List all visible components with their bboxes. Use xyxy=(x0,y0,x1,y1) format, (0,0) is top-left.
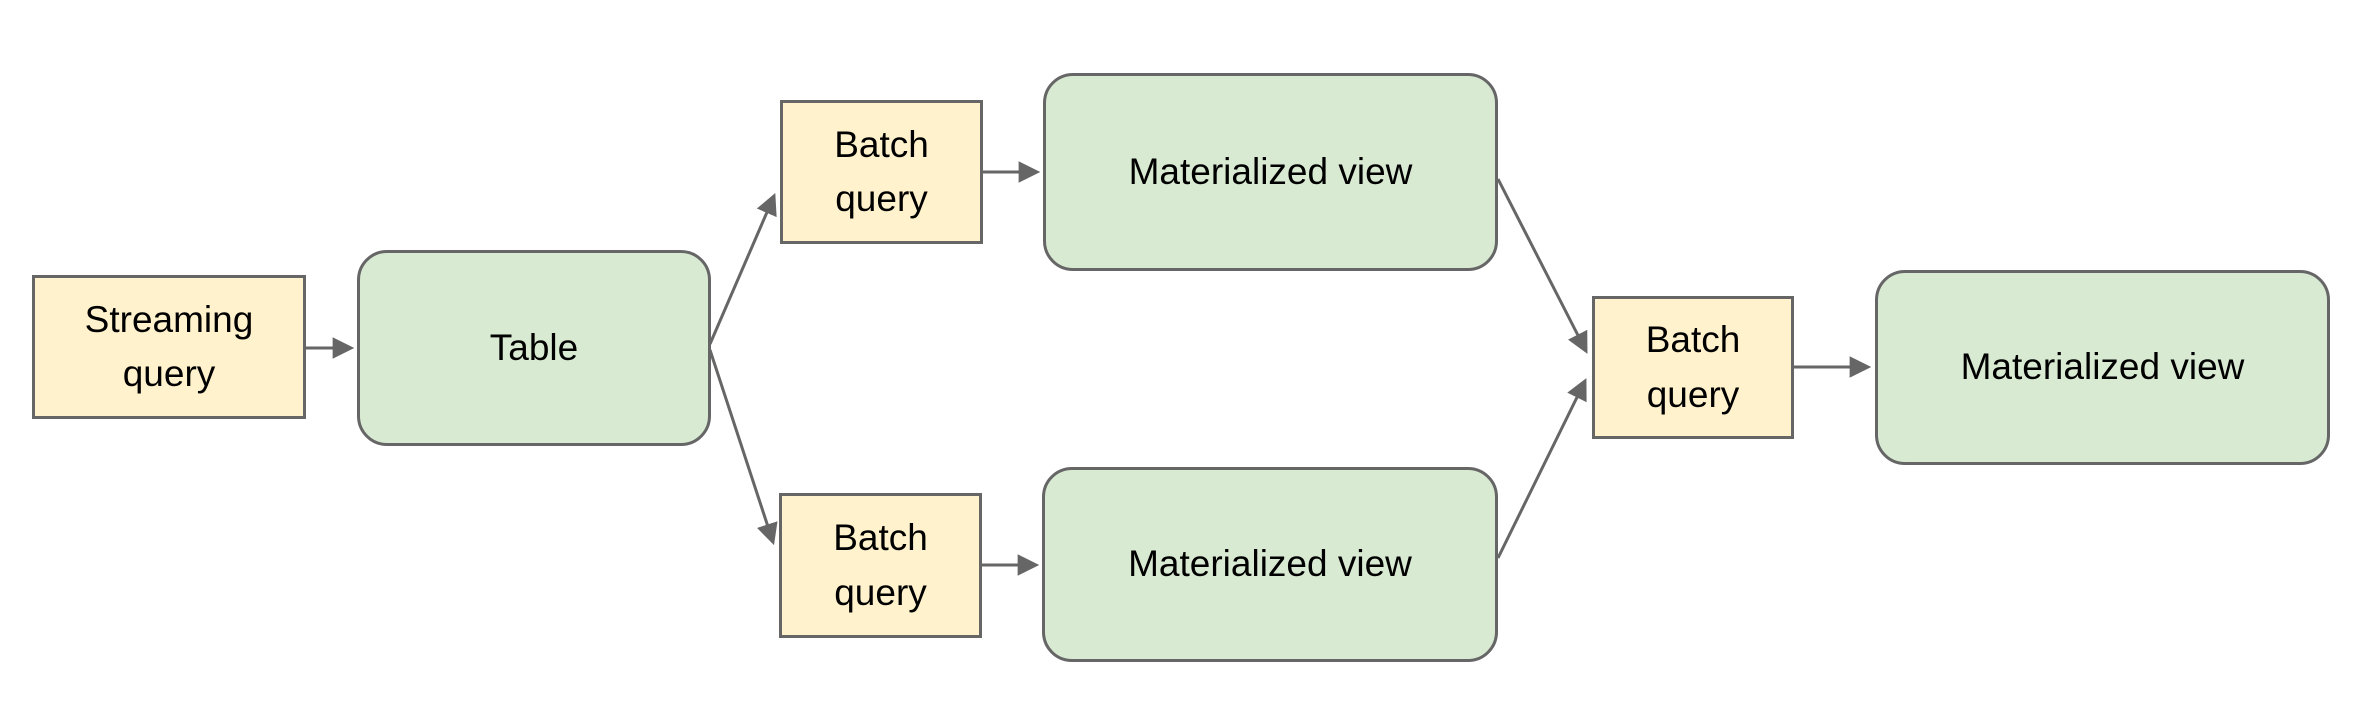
node-batch-query-right-label: Batch query xyxy=(1645,319,1741,415)
node-batch-query-top: Batch query xyxy=(780,100,983,244)
node-materialized-view-top: Materialized view xyxy=(1043,73,1498,271)
node-streaming-query: Streaming query xyxy=(32,275,306,419)
node-table: Table xyxy=(357,250,711,446)
node-batch-query-top-label: Batch query xyxy=(834,123,929,219)
node-materialized-view-top-label: Materialized view xyxy=(1128,150,1413,192)
connector-mv-top-to-batch-right xyxy=(1496,178,1588,354)
node-materialized-view-bottom-label: Materialized view xyxy=(1128,543,1412,585)
connector-table-to-batch-top xyxy=(708,193,777,345)
node-streaming-query-label: Streaming query xyxy=(84,298,254,394)
connector-table-to-batch-bottom xyxy=(708,349,778,546)
node-batch-query-bottom-label: Batch query xyxy=(833,517,928,613)
node-table-label: Table xyxy=(489,326,579,368)
node-materialized-view-final: Materialized view xyxy=(1875,270,2330,465)
connector-mv-bottom-to-batch-right xyxy=(1496,378,1587,559)
node-materialized-view-final-label: Materialized view xyxy=(1960,346,2245,388)
node-materialized-view-bottom: Materialized view xyxy=(1042,467,1498,662)
node-batch-query-bottom: Batch query xyxy=(779,493,982,638)
node-batch-query-right: Batch query xyxy=(1592,296,1794,439)
